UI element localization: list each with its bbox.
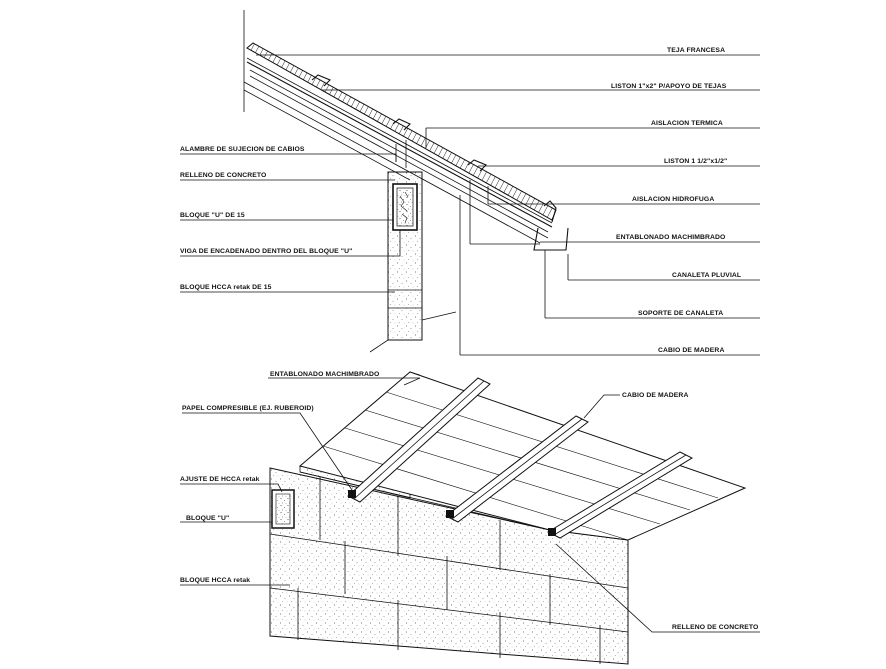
label-entablonado-section: ENTABLONADO MACHIMBRADO	[616, 234, 725, 241]
label-liston-contra: LISTON 1 1/2"x1/2"	[664, 158, 727, 165]
label-alambre: ALAMBRE DE SUJECION DE CABIOS	[180, 146, 305, 153]
wall-column	[369, 171, 457, 353]
label-ajuste-hcca: AJUSTE DE HCCA retak	[180, 476, 260, 483]
rafter-top-line	[243, 81, 541, 244]
tile-layer	[246, 42, 557, 228]
label-relleno-section: RELLENO DE CONCRETO	[180, 172, 266, 179]
label-cabio-section: CABIO DE MADERA	[658, 347, 724, 354]
gutter	[533, 227, 569, 318]
rafter-3	[546, 451, 694, 539]
rafter-bottom-line	[243, 89, 411, 181]
label-papel-compresible: PAPEL COMPRESIBLE (EJ. RUBEROID)	[182, 405, 314, 412]
liston-row	[249, 69, 549, 239]
label-bloque-hcca-iso: BLOQUE HCCA retak	[180, 577, 250, 584]
label-canaleta-pluvial: CANALETA PLUVIAL	[672, 272, 741, 279]
label-viga: VIGA DE ENCADENADO DENTRO DEL BLOQUE "U"	[180, 248, 352, 255]
label-bloque-u15: BLOQUE "U" DE 15	[180, 212, 245, 219]
section-detail	[180, 10, 760, 356]
label-bloque-hcca15: BLOQUE HCCA retak DE 15	[180, 284, 272, 291]
label-relleno-iso: RELLENO DE CONCRETO	[672, 624, 758, 631]
rafter-2	[445, 415, 589, 523]
isometric-view	[180, 371, 760, 665]
label-entablonado-iso: ENTABLONADO MACHIMBRADO	[270, 371, 379, 378]
label-bloque-u-iso: BLOQUE "U"	[186, 515, 229, 522]
label-aislacion-hidrofuga: AISLACION HIDROFUGA	[632, 196, 714, 203]
label-cabio-iso: CABIO DE MADERA	[622, 392, 688, 399]
label-aislacion-termica: AISLACION TERMICA	[651, 120, 723, 127]
label-liston-apoyo: LISTON 1"x2" P/APOYO DE TEJAS	[611, 83, 727, 90]
label-teja-francesa: TEJA FRANCESA	[667, 47, 725, 54]
label-soporte-canaleta: SOPORTE DE CANALETA	[638, 310, 723, 317]
rafter-1	[347, 377, 491, 503]
